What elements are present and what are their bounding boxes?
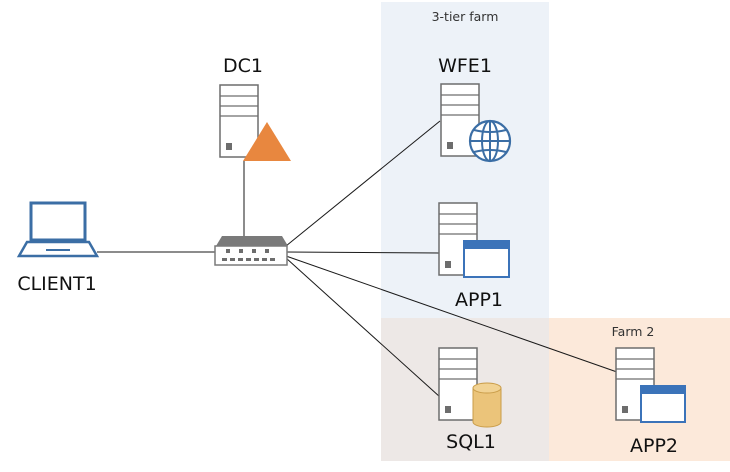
link-switch-sql1 [285,257,441,398]
server-dc1[interactable] [219,84,291,161]
server-wfe1[interactable] [440,83,512,163]
label-client1: CLIENT1 [17,273,96,295]
server-icon [438,347,478,421]
server-app1[interactable] [438,202,510,278]
server-icon [219,84,259,158]
server-sql1[interactable] [438,347,502,428]
zone-label-farm2: Farm 2 [612,324,655,339]
label-app1: APP1 [455,289,503,311]
label-sql1: SQL1 [446,431,496,453]
window-icon [463,240,510,278]
network-links [97,120,618,398]
warning-triangle-icon [243,122,291,161]
window-icon [640,385,686,423]
label-dc1: DC1 [223,55,263,77]
link-switch-app2 [285,255,618,373]
link-switch-wfe1 [285,120,441,247]
zone-label-three-tier-farm: 3-tier farm [432,9,499,24]
laptop-icon[interactable] [16,201,100,258]
server-app2[interactable] [615,347,686,423]
label-wfe1: WFE1 [438,55,492,77]
network-switch-icon[interactable] [214,236,288,266]
label-app2: APP2 [630,435,678,457]
globe-icon [468,119,512,163]
server-icon [438,202,478,276]
database-icon [472,382,502,428]
link-switch-app1 [285,251,441,254]
